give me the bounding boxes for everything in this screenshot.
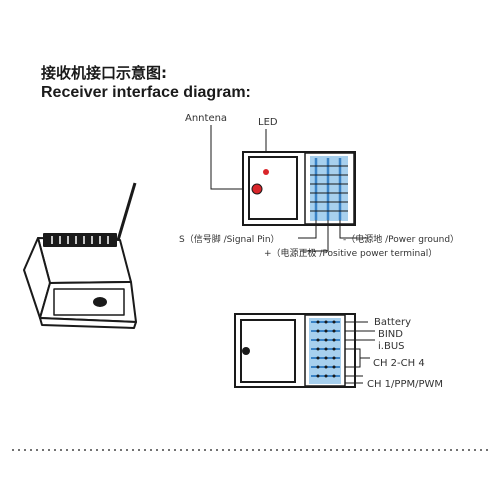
pin-header-3d [43, 233, 117, 247]
antenna-label: Anntena [185, 113, 227, 124]
ibus-label: i.BUS [378, 341, 404, 352]
antenna-base [93, 297, 107, 307]
signal-pin-leader [298, 220, 317, 239]
receiver-bottom-lip [39, 317, 137, 329]
title-chinese: 接收机接口示意图: [41, 64, 167, 82]
led-indicator [263, 169, 269, 175]
ground-pin-leader [339, 220, 368, 239]
ch1-label: CH 1/PPM/PWM [367, 379, 443, 390]
port-leader-lines [345, 321, 375, 384]
pin-rows [314, 158, 342, 220]
pin-separators [310, 165, 348, 212]
pin-dots-2 [316, 320, 336, 378]
bind-label: BIND [378, 329, 403, 340]
front-label-window [53, 288, 125, 316]
receiver-3d-illustration [23, 182, 137, 329]
ch2-ch4-label: CH 2-CH 4 [373, 358, 425, 369]
led-label: LED [258, 117, 278, 128]
receiver-top-view: Anntena LED [179, 113, 459, 259]
antenna-port-2 [242, 347, 250, 355]
ground-pin-label: -（电源地 /Power ground） [343, 233, 459, 245]
positive-pin-label: +（电源正极 /Positive power terminal） [264, 247, 437, 259]
receiver-port-view: Battery BIND i.BUS CH 2-CH 4 CH 1/PPM/PW… [234, 313, 443, 390]
signal-pin-label: S（信号脚 /Signal Pin） [179, 233, 280, 245]
battery-label: Battery [374, 317, 411, 328]
pin-highlight-2 [309, 318, 341, 384]
title-english: Receiver interface diagram: [41, 84, 251, 101]
antenna-port [251, 183, 263, 195]
positive-pin-leader [300, 220, 329, 252]
